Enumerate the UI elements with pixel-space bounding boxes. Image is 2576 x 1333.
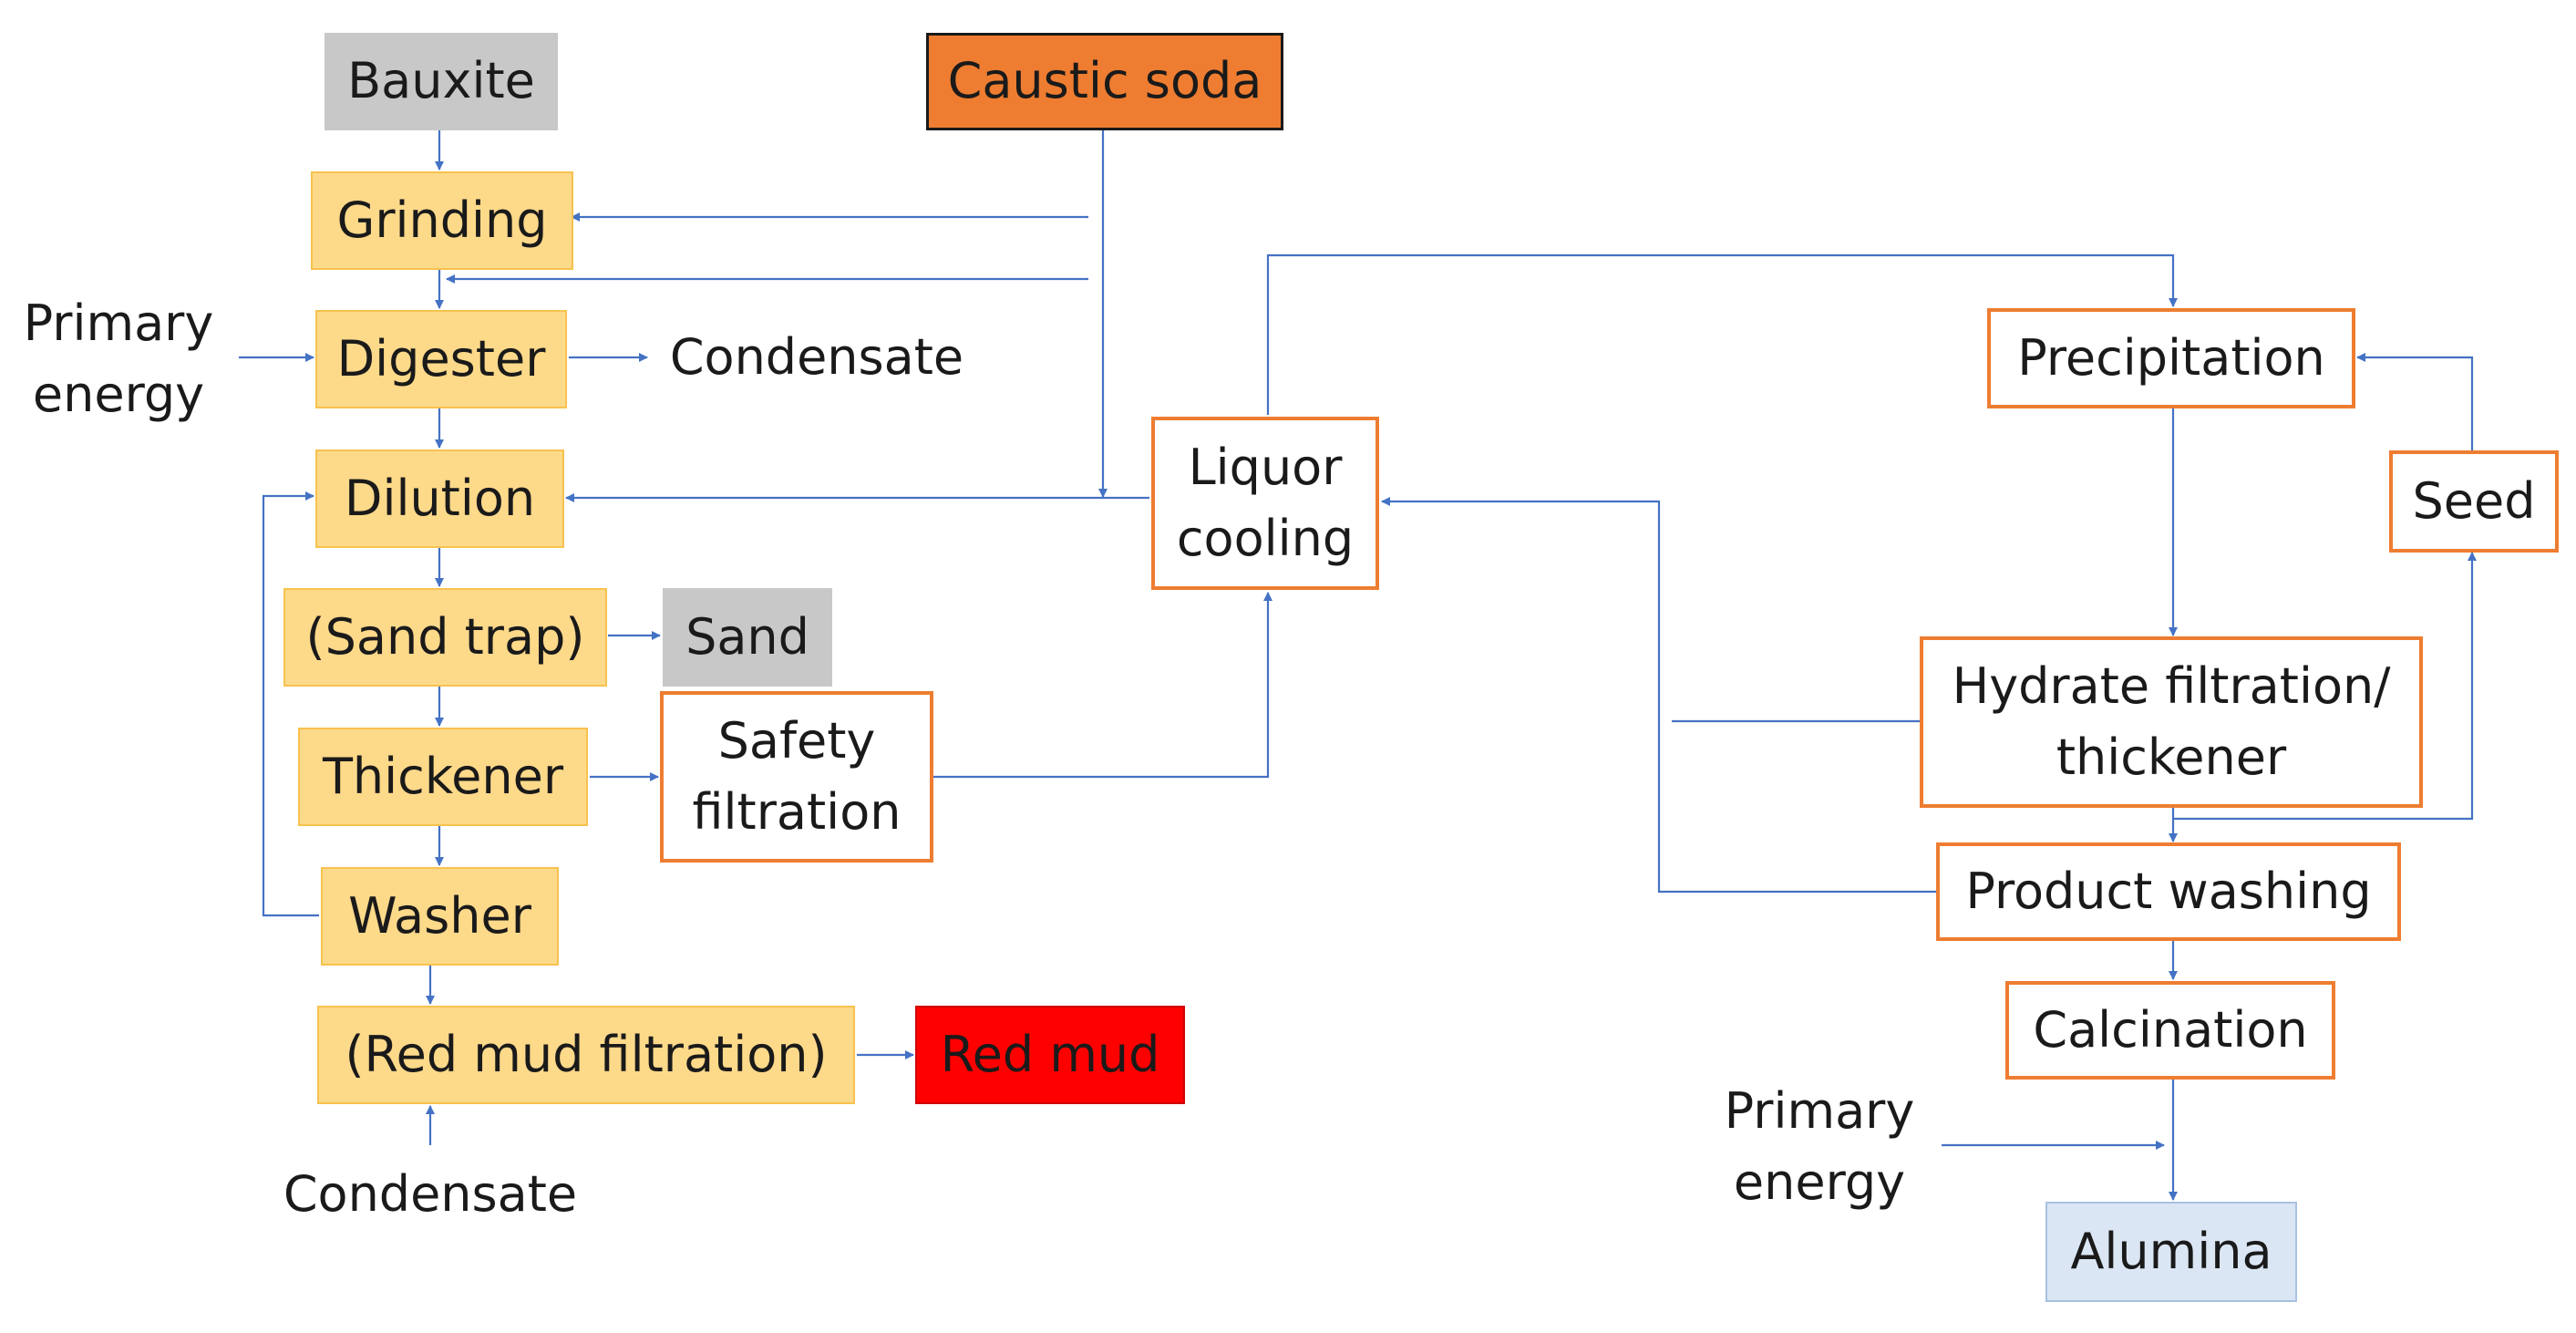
red-mud-node: Red mud bbox=[915, 1006, 1185, 1104]
sand-label: Sand bbox=[685, 607, 809, 666]
primary-energy-left-label: Primary energy bbox=[23, 294, 214, 423]
sand-trap-label: (Sand trap) bbox=[305, 607, 585, 666]
liquor-cooling-label: Liquor cooling bbox=[1176, 438, 1355, 567]
condensate-right-label: Condensate bbox=[669, 327, 964, 386]
condensate-bottom-label: Condensate bbox=[283, 1164, 578, 1223]
primary-energy-right-label: Primary energy bbox=[1724, 1081, 1915, 1211]
bauxite-node: Bauxite bbox=[325, 33, 558, 130]
sand-trap-node: (Sand trap) bbox=[283, 588, 607, 687]
liquor-cooling-node: Liquor cooling bbox=[1151, 417, 1379, 590]
product-washing-node: Product washing bbox=[1936, 842, 2401, 941]
calcination-label: Calcination bbox=[2033, 1000, 2308, 1059]
precipitation-node: Precipitation bbox=[1987, 308, 2355, 408]
grinding-node: Grinding bbox=[311, 171, 573, 270]
washer-node: Washer bbox=[321, 867, 559, 966]
alumina-label: Alumina bbox=[2070, 1222, 2272, 1280]
red-mud-filtration-node: (Red mud filtration) bbox=[317, 1006, 855, 1104]
caustic-soda-label: Caustic soda bbox=[947, 52, 1262, 110]
digester-node: Digester bbox=[315, 310, 567, 408]
dilution-node: Dilution bbox=[315, 450, 564, 548]
digester-label: Digester bbox=[336, 329, 546, 388]
arrow-safety-filtration-to-liquor-cooling bbox=[933, 592, 1273, 779]
thickener-node: Thickener bbox=[298, 728, 588, 826]
arrow-liquor-cooling-to-precipitation bbox=[1266, 253, 2178, 415]
hydrate-filtration-node: Hydrate filtration/ thickener bbox=[1920, 636, 2423, 808]
safety-filtration-label: Safety filtration bbox=[692, 711, 902, 841]
bauxite-label: Bauxite bbox=[347, 52, 535, 110]
seed-node: Seed bbox=[2389, 450, 2559, 553]
seed-label: Seed bbox=[2412, 471, 2536, 530]
red-mud-label: Red mud bbox=[940, 1025, 1160, 1083]
calcination-node: Calcination bbox=[2005, 981, 2335, 1080]
dilution-label: Dilution bbox=[344, 469, 536, 527]
safety-filtration-node: Safety filtration bbox=[660, 691, 933, 863]
arrow-seed-to-precipitation bbox=[2356, 353, 2474, 450]
thickener-label: Thickener bbox=[322, 747, 564, 805]
arrow-branch-to-seed bbox=[2173, 552, 2477, 821]
red-mud-filtration-label: (Red mud filtration) bbox=[345, 1025, 828, 1083]
sand-node: Sand bbox=[663, 588, 832, 687]
arrow-washer-recycle-to-dilution bbox=[262, 491, 319, 917]
arrow-product-washing-return-to-liquor-cooling bbox=[1381, 497, 1936, 894]
alumina-node: Alumina bbox=[2045, 1202, 2297, 1302]
precipitation-label: Precipitation bbox=[2017, 328, 2325, 387]
grinding-label: Grinding bbox=[336, 191, 548, 249]
product-washing-label: Product washing bbox=[1965, 862, 2372, 920]
washer-label: Washer bbox=[348, 886, 531, 945]
caustic-soda-node: Caustic soda bbox=[926, 33, 1283, 130]
hydrate-filtration-label: Hydrate filtration/ thickener bbox=[1952, 656, 2391, 786]
